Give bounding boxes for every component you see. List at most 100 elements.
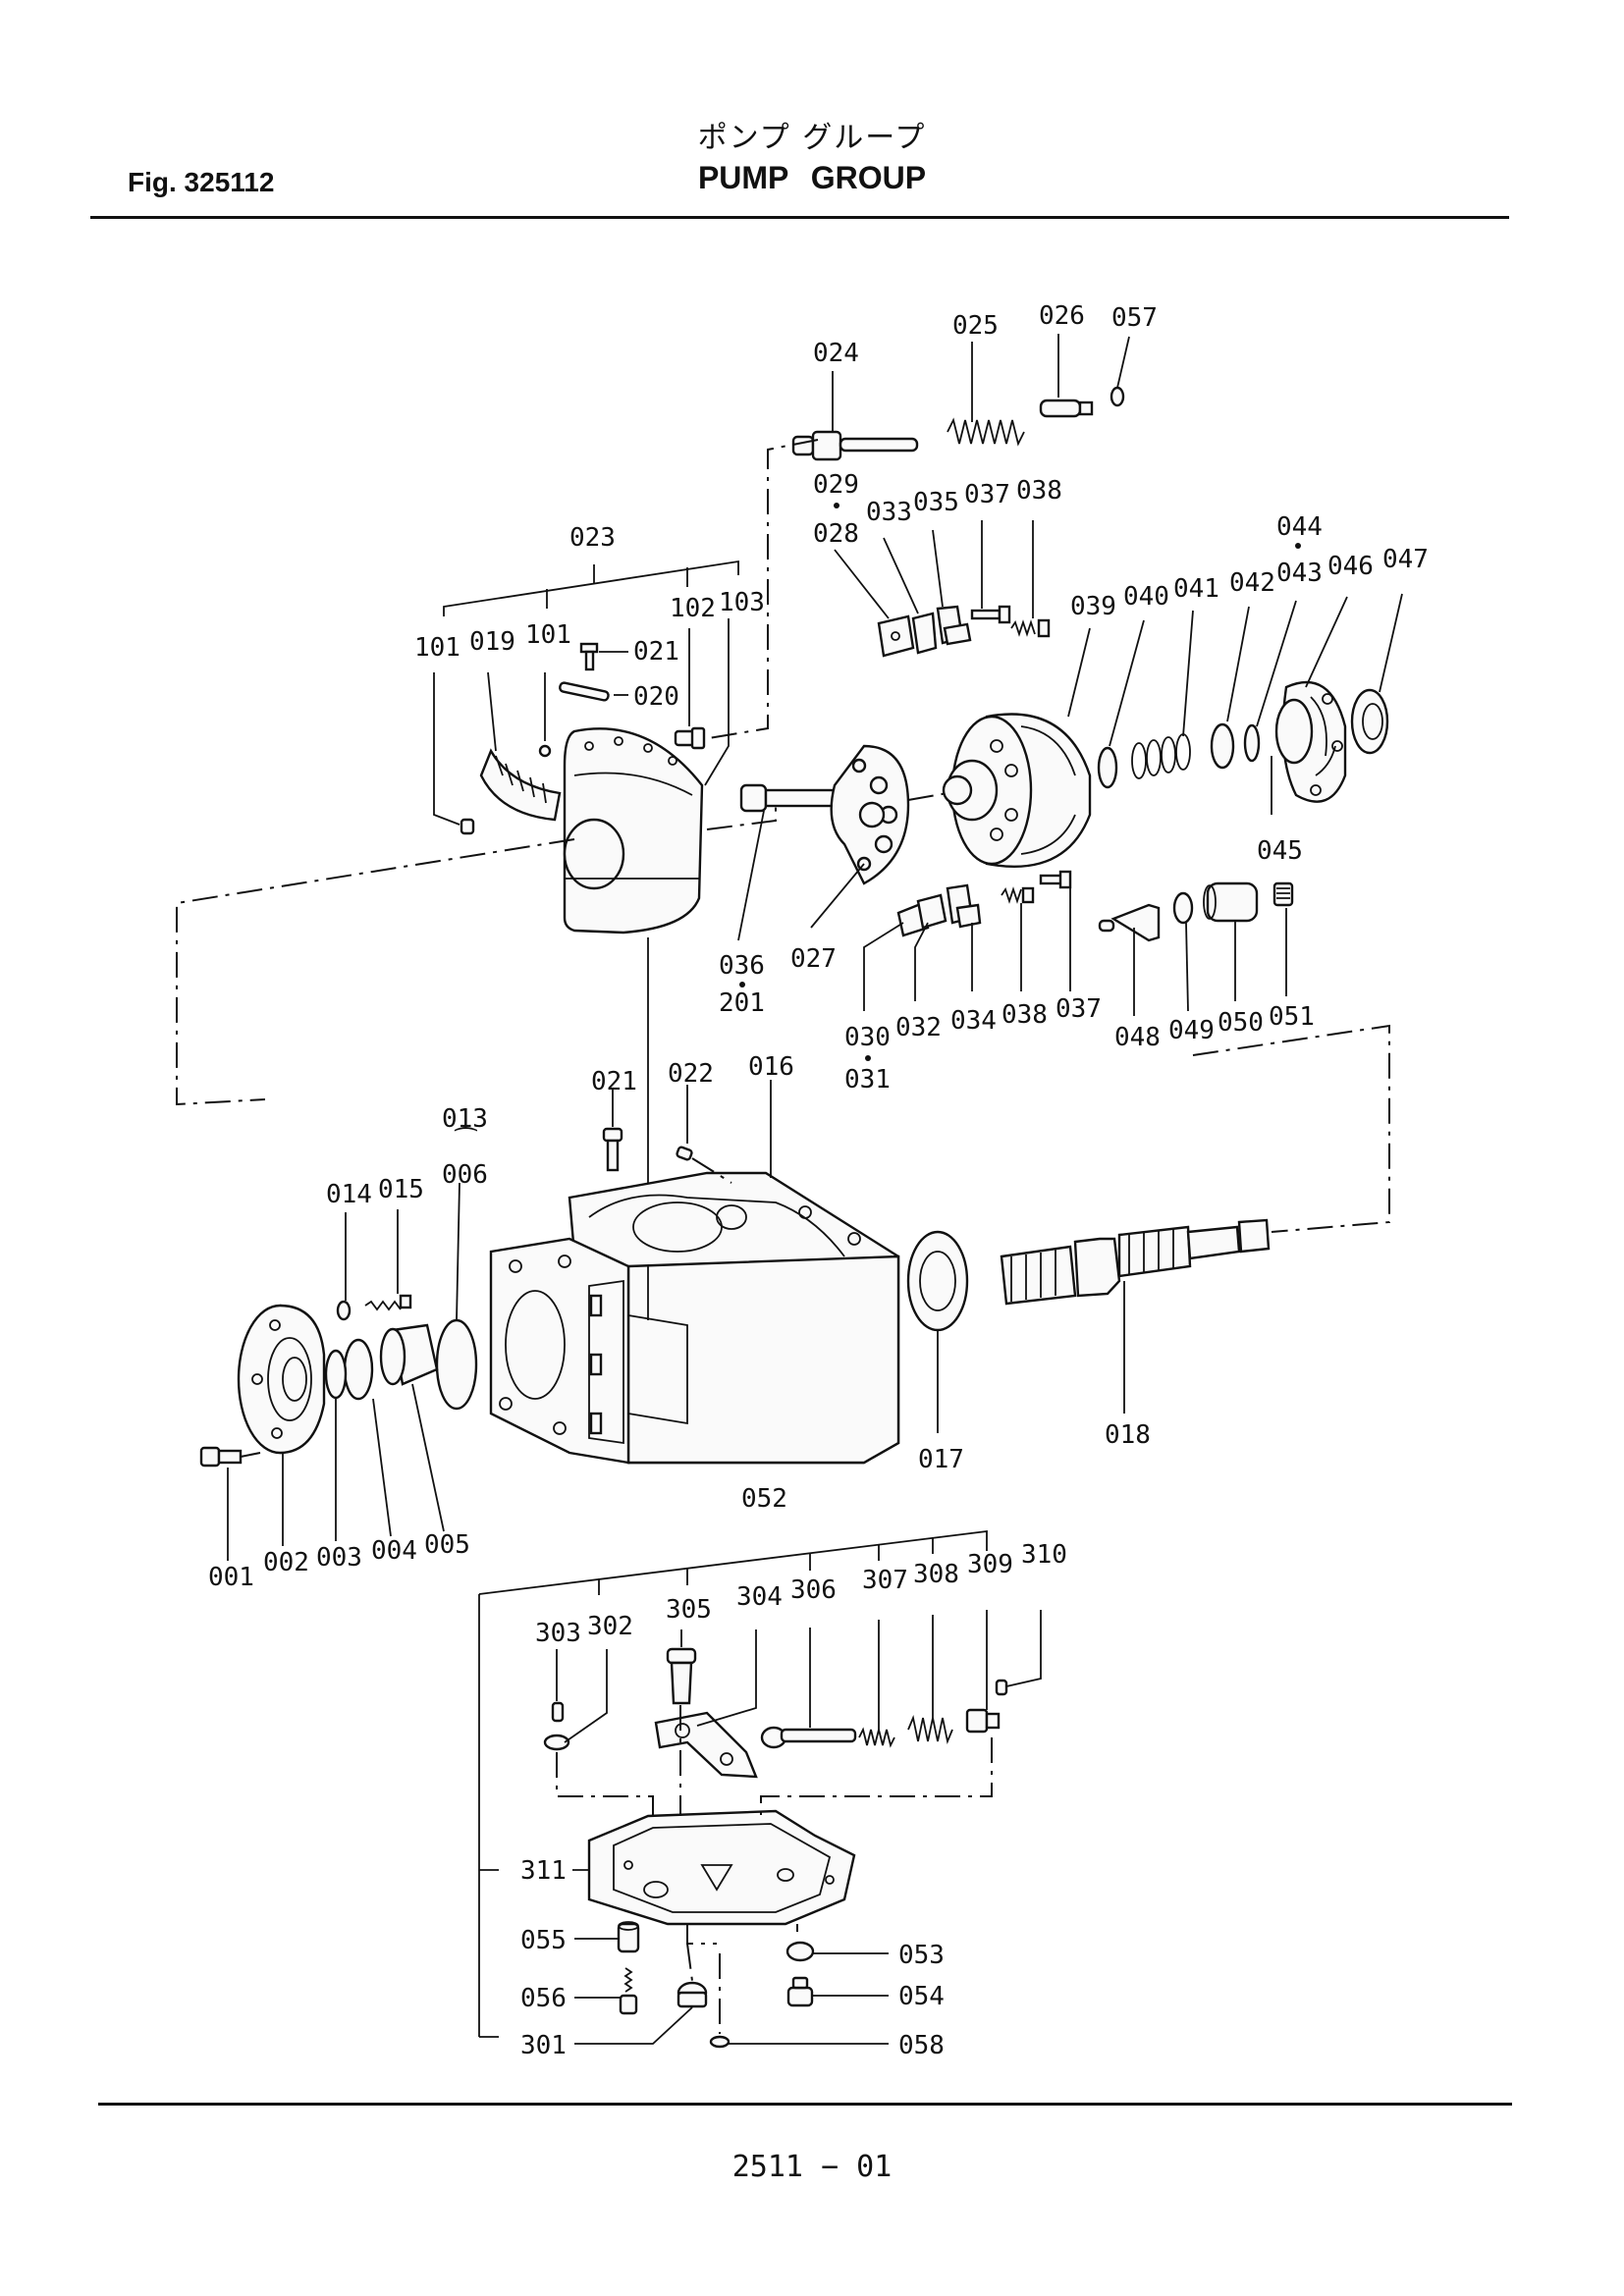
cover-311: [587, 1809, 856, 1926]
label-025: 025: [952, 311, 999, 341]
bearing-047: [1350, 688, 1389, 755]
label-043: 043: [1276, 559, 1323, 588]
rod-assembly-line: [706, 805, 777, 830]
washer-053: [785, 1941, 815, 1962]
label-050: 050: [1218, 1008, 1264, 1038]
label-046: 046: [1327, 552, 1374, 581]
part-023-bracket: [443, 560, 739, 616]
label-049: 049: [1168, 1016, 1215, 1045]
bolt-038-upper: [1010, 618, 1051, 638]
label-306: 306: [790, 1575, 837, 1605]
swash-plate-shoe-019: [479, 748, 562, 822]
plug-101: [460, 818, 475, 835]
label-308: 308: [913, 1560, 959, 1589]
swash-plate-body: [563, 727, 704, 934]
plunger-048: [1098, 903, 1161, 942]
label-307: 307: [862, 1566, 908, 1595]
label-024: 024: [813, 339, 859, 368]
figure-number: Fig. 325112: [128, 167, 275, 197]
washer-302: [543, 1734, 570, 1751]
label-101-left: 101: [414, 633, 460, 663]
page-number: 2511 − 01: [731, 2150, 893, 2184]
label-041: 041: [1173, 574, 1219, 604]
ring-042: [1210, 722, 1235, 770]
label-002: 002: [263, 1548, 309, 1577]
label-032: 032: [895, 1013, 942, 1042]
label-028: 028: [813, 519, 859, 549]
label-022: 022: [668, 1059, 714, 1089]
control-pin-024: [791, 430, 919, 461]
bolt-001-line: [240, 1452, 261, 1458]
plug-055: [617, 1921, 640, 1953]
assembly-line-right: [1192, 1024, 1390, 1233]
nut-301-line: [686, 1943, 693, 1982]
flange-cover-002: [237, 1304, 326, 1455]
label-dot-separators: [739, 503, 1301, 1061]
cover-assembly-lines: [556, 1752, 654, 1816]
label-013-separator: ⁀: [454, 1127, 478, 1157]
bolt-038-lower: [1001, 886, 1035, 904]
label-310: 310: [1021, 1540, 1067, 1570]
page-title-japanese: ポンプ グループ: [697, 121, 927, 155]
label-045: 045: [1257, 836, 1303, 866]
label-038-upper: 038: [1016, 476, 1062, 506]
label-302: 302: [587, 1612, 633, 1641]
plate-032: [916, 893, 947, 930]
label-101-right: 101: [525, 620, 571, 650]
bearing-017: [906, 1230, 969, 1332]
label-305: 305: [666, 1595, 712, 1625]
screw-021-upper: [579, 642, 599, 671]
bolt-056: [619, 1967, 638, 2015]
label-057: 057: [1111, 303, 1158, 333]
label-029: 029: [813, 470, 859, 500]
label-303: 303: [535, 1619, 581, 1648]
label-055: 055: [520, 1926, 567, 1955]
sleeve-050: [1203, 881, 1259, 923]
bolt-001: [199, 1446, 243, 1468]
rod-036: [739, 783, 841, 813]
label-031: 031: [844, 1065, 891, 1095]
nut-310: [995, 1679, 1008, 1696]
part-052-bracket: [478, 1529, 988, 2038]
label-034: 034: [950, 1006, 997, 1036]
spring-308: [907, 1714, 953, 1745]
label-021-lower: 021: [591, 1067, 637, 1096]
label-001: 001: [208, 1563, 254, 1592]
label-019: 019: [469, 627, 515, 657]
label-304: 304: [736, 1582, 783, 1612]
plate-034: [946, 883, 982, 929]
screw-021-lower: [602, 1127, 623, 1172]
label-052: 052: [741, 1484, 787, 1514]
label-309: 309: [967, 1550, 1013, 1579]
pin-303: [551, 1701, 565, 1723]
bushing-005: [379, 1323, 439, 1386]
plunger-305: [666, 1647, 697, 1705]
label-035: 035: [913, 488, 959, 517]
footer-rule: [98, 2103, 1512, 2106]
nut-301: [677, 1981, 708, 2008]
label-016: 016: [748, 1052, 794, 1082]
stopper-102: [674, 726, 706, 750]
plug-051: [1272, 881, 1294, 907]
washer-040: [1097, 746, 1118, 789]
label-014: 014: [326, 1180, 372, 1209]
label-006: 006: [442, 1160, 488, 1190]
plug-101-top: [538, 744, 552, 758]
label-053: 053: [898, 1941, 945, 1970]
label-201: 201: [719, 988, 765, 1018]
label-058: 058: [898, 2031, 945, 2060]
label-017: 017: [918, 1445, 964, 1474]
label-042: 042: [1229, 568, 1275, 598]
pin-022-line: [691, 1157, 732, 1184]
label-037-lower: 037: [1056, 994, 1102, 1024]
adjust-screw-309: [965, 1708, 1001, 1734]
ring-014: [336, 1300, 352, 1321]
plate-035: [936, 605, 972, 646]
label-048: 048: [1114, 1023, 1161, 1052]
ring-058: [709, 2035, 731, 2049]
retainer-plate-027: [830, 744, 910, 885]
label-030: 030: [844, 1023, 891, 1052]
label-044: 044: [1276, 512, 1323, 542]
assembly-line-left: [176, 838, 575, 1106]
cover-lower-line: [686, 1924, 717, 1945]
